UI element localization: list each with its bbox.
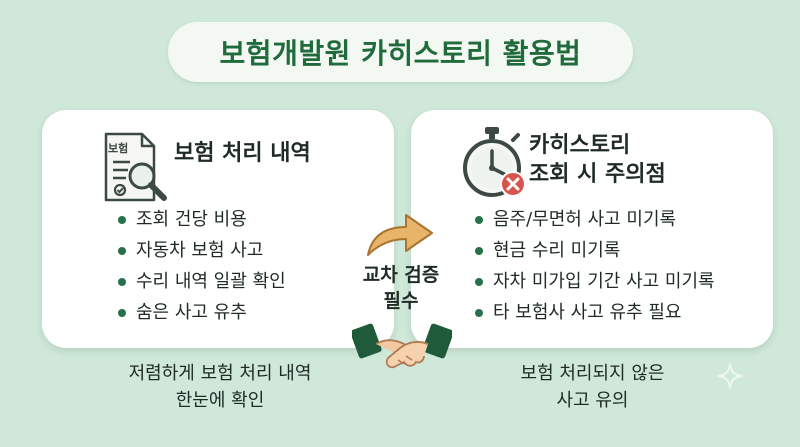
document-label: 보험: [108, 142, 129, 155]
carhistory-caution-title-line2: 조회 시 주의점: [529, 161, 666, 187]
right-caption-line2: 사고 유의: [556, 390, 629, 411]
list-item: 현금 수리 미기록: [475, 235, 715, 266]
cross-check-label: 교차 검증 필수: [345, 262, 457, 314]
left-caption-line2: 한눈에 확인: [175, 390, 265, 411]
left-caption-line1: 저렴하게 보험 처리 내역: [128, 363, 312, 384]
list-item: 자동차 보험 사고: [118, 235, 286, 266]
cross-check-line2: 필수: [383, 290, 419, 312]
carhistory-caution-card: 카히스토리 조회 시 주의점 음주/무면허 사고 미기록 현금 수리 미기록 자…: [411, 110, 773, 348]
page-title-text: 보험개발원 카히스토리 활용법: [219, 37, 582, 70]
list-item: 타 보험사 사고 유추 필요: [475, 297, 715, 328]
list-item: 숨은 사고 유추: [118, 297, 286, 328]
stopwatch-x-icon: [463, 127, 526, 197]
cross-check-line1: 교차 검증: [362, 264, 440, 286]
insurance-history-list: 조회 건당 비용 자동차 보험 사고 수리 내역 일괄 확인 숨은 사고 유추: [118, 204, 286, 328]
insurance-history-title: 보험 처리 내역: [174, 141, 311, 166]
right-caption: 보험 처리되지 않은 사고 유의: [420, 360, 765, 414]
carhistory-caution-title: 카히스토리 조회 시 주의점: [529, 132, 666, 189]
carhistory-caution-title-line1: 카히스토리: [529, 133, 631, 158]
list-item: 음주/무면허 사고 미기록: [475, 204, 715, 235]
sparkle-icon: [717, 363, 743, 389]
right-caption-line1: 보험 처리되지 않은: [520, 363, 665, 384]
handshake-icon: [352, 323, 452, 369]
list-item: 조회 건당 비용: [118, 204, 286, 235]
curved-arrow-icon: [367, 214, 433, 256]
list-item: 수리 내역 일괄 확인: [118, 266, 286, 297]
insurance-history-card: 보험 보험 처리 내역 조회 건당 비용 자동차 보험 사고 수리 내역 일괄 …: [42, 110, 394, 348]
carhistory-caution-list: 음주/무면허 사고 미기록 현금 수리 미기록 자차 미가입 기간 사고 미기록…: [475, 204, 715, 328]
page-title: 보험개발원 카히스토리 활용법: [168, 22, 633, 82]
left-caption: 저렴하게 보험 처리 내역 한눈에 확인: [50, 360, 390, 414]
document-magnifier-icon: [104, 132, 167, 202]
list-item: 자차 미가입 기간 사고 미기록: [475, 266, 715, 297]
